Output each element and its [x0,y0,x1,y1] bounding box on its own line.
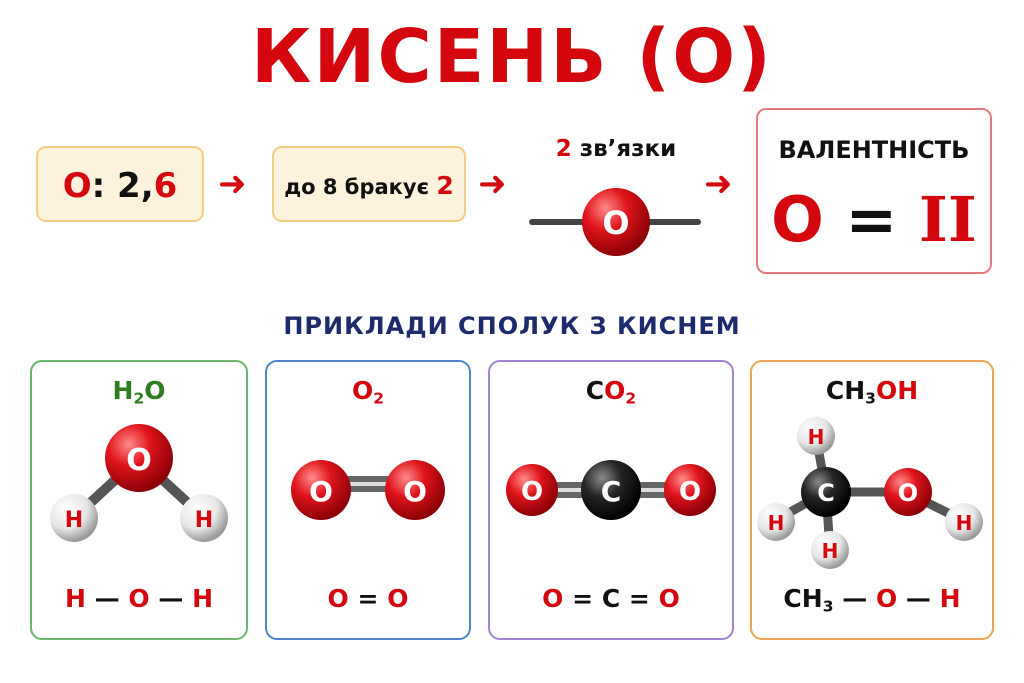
examples-title: ПРИКЛАДИ СПОЛУК З КИСНЕМ [283,312,741,340]
water-molecule: O H H [50,424,228,542]
hydrogen-atom [180,494,228,542]
oxygen-atom [105,424,173,492]
svg-text:H: H [65,508,83,533]
electron-config-box: О: 2,6 [36,146,204,222]
oxygen-two-bonds: O [529,188,701,256]
valence-eq: = [845,183,898,256]
oxygen-atom [291,460,351,520]
structure-methanol: CH3 — O — H [783,584,961,616]
carbon-dioxide-molecule: O C O [506,460,716,520]
missing-text: до 8 бракує [284,175,430,199]
card-oxygen: O2 O O O = O [265,360,471,640]
oxygen-atom [664,464,716,516]
svg-text:C: C [601,475,622,508]
valence-value: II [918,183,977,256]
hydrogen-atom [811,531,849,569]
card-methanol: CH3OH H H C H O H CH3 — O — H [750,360,994,640]
config-shell2: 6 [153,166,178,206]
hydrogen-atom [945,503,983,541]
oxygen-atom [884,468,932,516]
oxygen-atom [506,464,558,516]
formula-methanol: CH3OH [825,376,919,408]
config-colon: : [91,166,106,206]
valence-box: ВАЛЕНТНІСТЬ O = II [756,108,992,274]
config-shell1: 2, [117,166,154,206]
oxygen-atom-label: O [602,204,629,242]
svg-text:O: O [521,477,543,507]
structure-water: H — O — H [64,584,213,613]
carbon-atom [801,467,851,517]
formula-carbon-dioxide: CO2 [585,376,637,408]
bonds-label: 2 зв’язки [536,136,696,162]
formula-oxygen: O2 [351,376,385,408]
valence-label: ВАЛЕНТНІСТЬ [778,136,970,164]
svg-text:O: O [309,475,333,508]
svg-text:C: C [817,479,835,507]
bonds-text: зв’язки [579,136,677,162]
valence-left: O [771,183,824,256]
bonds-number: 2 [555,136,572,162]
config-symbol: О [62,166,92,206]
oxygen-molecule: O O [291,460,445,520]
svg-text:O: O [898,479,918,507]
formula-water: H2O [112,376,166,408]
svg-text:O: O [679,477,701,507]
missing-number: 2 [436,171,454,200]
arrow-3: ➜ [704,164,733,204]
methanol-molecule: H H C H O H [757,417,983,569]
svg-text:H: H [768,511,785,535]
svg-text:O: O [126,443,152,478]
arrow-2: ➜ [478,164,507,204]
oxygen-atom [582,188,650,256]
arrow-1: ➜ [218,164,247,204]
page-title: КИСЕНЬ (О) [251,14,773,100]
svg-text:H: H [808,425,825,449]
card-carbon-dioxide: CO2 O C O O = C = O [488,360,734,640]
svg-text:H: H [822,539,839,563]
carbon-atom [581,460,641,520]
oxygen-atom [385,460,445,520]
card-water: H2O O H H H — O — H [30,360,248,640]
missing-electrons-box: до 8 бракує 2 [272,146,466,222]
svg-text:O: O [403,475,427,508]
structure-carbon-dioxide: O = C = O [542,584,680,613]
svg-text:H: H [956,511,973,535]
hydrogen-atom [757,503,795,541]
hydrogen-atom [50,494,98,542]
structure-oxygen: O = O [327,584,409,613]
svg-text:H: H [195,508,213,533]
hydrogen-atom [797,417,835,455]
